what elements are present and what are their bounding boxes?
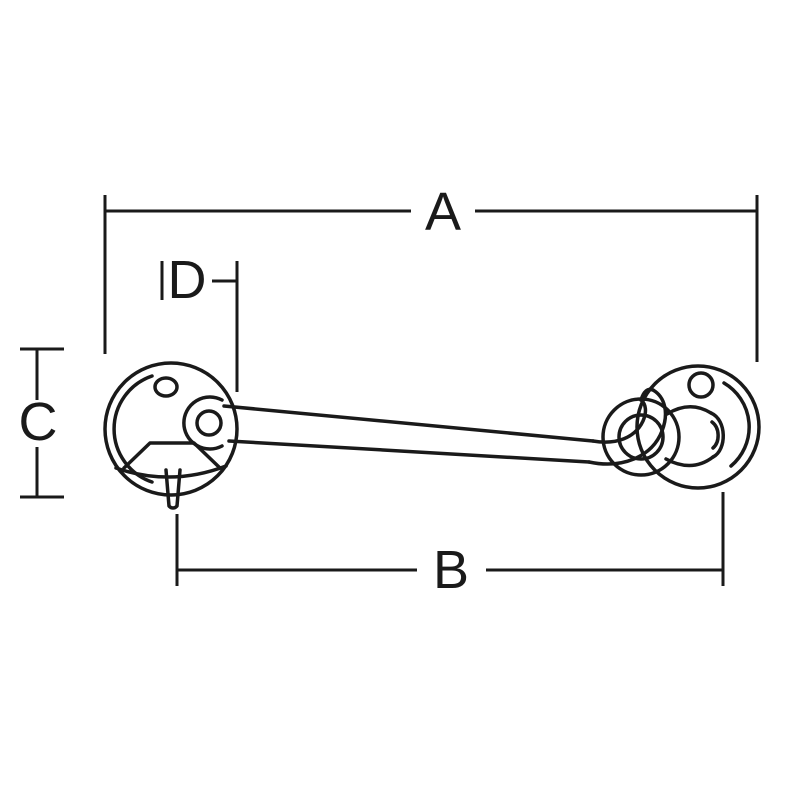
- left-plate-outline: [103, 361, 239, 497]
- left-mounting-plate: [103, 361, 239, 510]
- right-plate-outline: [635, 364, 761, 490]
- left-plate-base-curve: [114, 464, 228, 479]
- right-staple-bottom: [664, 455, 715, 468]
- right-mounting-plate: [635, 364, 761, 490]
- left-screw-hole: [153, 376, 179, 398]
- left-plate-inner-arc: [112, 374, 154, 484]
- hook-tip-inner-curve: [591, 398, 648, 444]
- eye-ring-outer: [601, 397, 681, 477]
- dimension-d-label: D: [168, 250, 207, 310]
- dimension-c: C: [19, 347, 64, 499]
- hook-bar: [182, 387, 668, 466]
- dimension-a-label: A: [425, 182, 461, 242]
- right-staple-end: [709, 411, 725, 459]
- eye-ring: [601, 397, 681, 477]
- pivot-pin: [164, 468, 182, 510]
- left-staple-bridge: [122, 441, 222, 470]
- dimension-b-label: B: [433, 540, 469, 600]
- hook-bar-top-edge: [222, 404, 595, 443]
- eye-ring-inner: [617, 413, 665, 461]
- hook-bar-bottom-edge: [227, 439, 591, 464]
- dimension-d: D: [160, 250, 239, 392]
- right-plate-inner-arc: [722, 381, 751, 468]
- dimension-a: A: [103, 182, 759, 362]
- hook-eye-loop-outer: [182, 395, 224, 451]
- right-staple-top: [665, 405, 713, 416]
- right-screw-hole: [687, 371, 715, 399]
- hook-eye-loop-inner: [195, 409, 223, 437]
- right-staple-inner-detail: [710, 420, 720, 450]
- dimension-b: B: [175, 492, 725, 600]
- dimension-c-label: C: [19, 392, 58, 452]
